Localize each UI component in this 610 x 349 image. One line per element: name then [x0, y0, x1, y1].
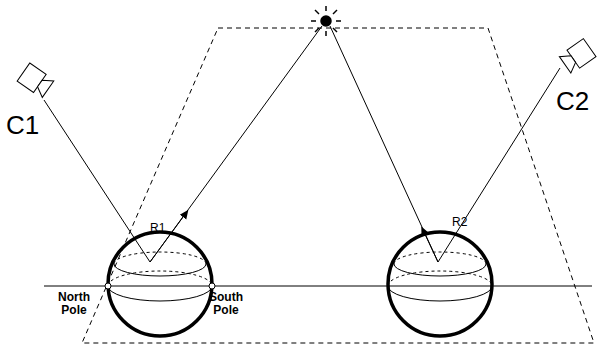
pole-label: North Pole [46, 291, 102, 316]
right-sphere [388, 232, 492, 336]
ray-label: R2 [452, 216, 467, 228]
camera-label: C1 [6, 112, 39, 138]
axis-line [44, 286, 592, 287]
camera-icon [559, 39, 596, 74]
ray-arrow [150, 213, 186, 262]
camera-ray [438, 68, 560, 262]
camera-ray [44, 100, 150, 262]
camera-label: C2 [556, 88, 589, 114]
pole-label: South Pole [198, 291, 254, 316]
view-plane [82, 28, 594, 343]
reflected-ray [150, 26, 322, 262]
camera-icon [17, 63, 54, 98]
light-source [311, 6, 341, 36]
ray-arrow [423, 230, 438, 262]
reflected-ray [330, 26, 438, 262]
ray-label: R1 [150, 222, 165, 234]
